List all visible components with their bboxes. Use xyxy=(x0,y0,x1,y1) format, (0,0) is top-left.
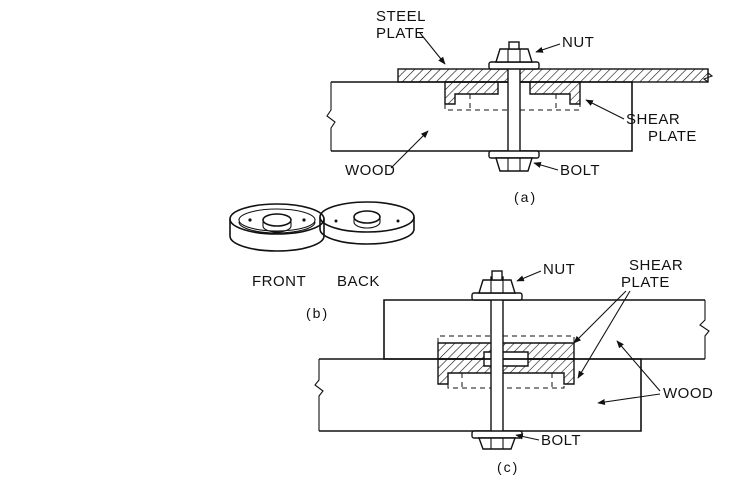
leader-shear-c-upper xyxy=(573,290,627,344)
front-label: FRONT xyxy=(252,273,306,290)
nut-label-a: NUT xyxy=(562,34,594,51)
shear-plate-front-view xyxy=(229,203,325,252)
leader-wood-a xyxy=(390,130,429,169)
leader-shear-c-lower xyxy=(577,290,631,379)
bolt-shank-a xyxy=(507,56,521,154)
leader-bolt-c xyxy=(515,433,540,441)
caption-c: (c) xyxy=(497,459,519,475)
leader-nut-a xyxy=(535,43,561,53)
upper-shear-plate xyxy=(437,342,575,360)
bolt-label-a: BOLT xyxy=(560,162,600,179)
leader-steel-plate xyxy=(419,32,446,65)
nut-a xyxy=(488,41,540,70)
shear-plate-label-a: PLATE xyxy=(648,128,697,145)
wood-label-a: WOOD xyxy=(345,162,395,179)
bolt-head-c xyxy=(471,430,523,450)
shear-label-a: SHEAR xyxy=(626,111,680,128)
leader-nut-c xyxy=(516,270,542,282)
shear-plate-label-c: PLATE xyxy=(621,274,670,291)
bolt-label-c: BOLT xyxy=(541,432,581,449)
shear-label-c: SHEAR xyxy=(629,257,683,274)
lower-shear-plate xyxy=(437,358,575,385)
caption-a: (a) xyxy=(514,189,537,205)
nut-label-c: NUT xyxy=(543,261,575,278)
figure-c-wood-to-wood: NUT SHEAR PLATE WOOD BOLT (c) xyxy=(314,257,713,475)
back-label: BACK xyxy=(337,273,380,290)
leader-wood-c-lower xyxy=(597,393,661,406)
shear-plate-back-view xyxy=(319,201,415,245)
bolt-head-a xyxy=(488,150,540,172)
leader-shear-a xyxy=(585,99,625,120)
nut-c xyxy=(471,270,523,301)
wood-label-c: WOOD xyxy=(663,385,713,402)
leader-bolt-a xyxy=(533,161,559,171)
steel-plate xyxy=(397,68,709,83)
steel-plate-label: PLATE xyxy=(376,25,425,42)
figure-b-shear-plates: FRONT BACK (b) xyxy=(229,201,415,321)
figure-a-steel-to-wood: STEEL PLATE NUT SHEAR PLATE WOOD BOLT (a… xyxy=(326,8,714,205)
leader-wood-c-upper xyxy=(616,340,661,392)
steel-label: STEEL xyxy=(376,8,426,25)
caption-b: (b) xyxy=(306,305,329,321)
